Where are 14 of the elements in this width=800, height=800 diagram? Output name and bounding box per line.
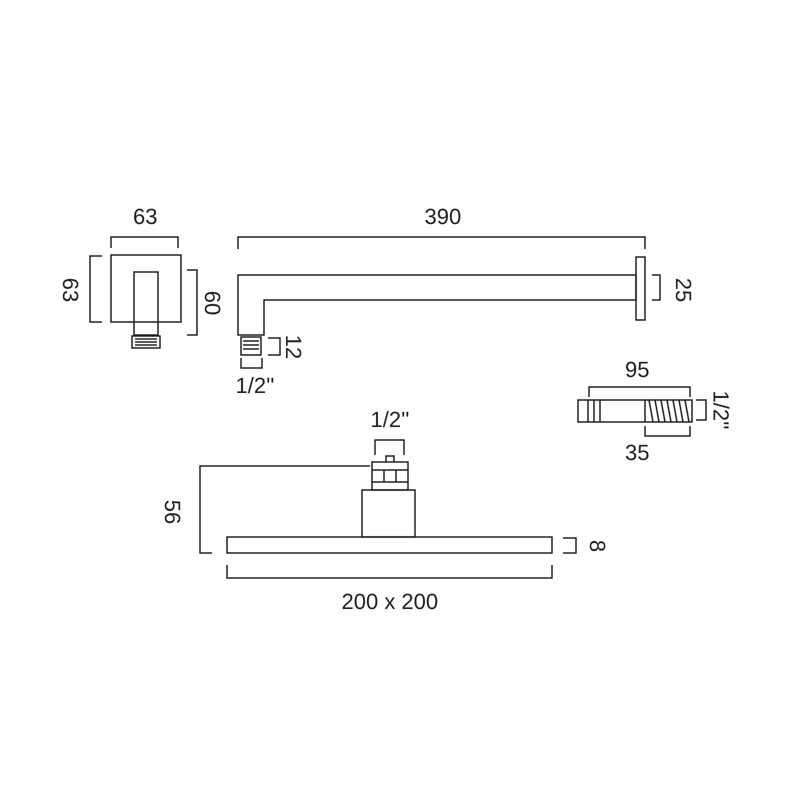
dimension-label: 1/2'' (709, 390, 731, 430)
dimension-label: 200 x 200 (342, 591, 438, 613)
dimension-label: 8 (586, 540, 608, 552)
dimension-label: 12 (282, 334, 304, 360)
dimension-label: 1/2'' (370, 409, 410, 431)
dimension-label: 56 (161, 500, 184, 524)
dimension-label: 63 (59, 278, 82, 302)
dimension-label: 1/2'' (236, 375, 274, 397)
dimension-label: 25 (672, 278, 694, 302)
dimension-label: 35 (625, 442, 650, 464)
dimension-label: 95 (625, 359, 650, 381)
dimension-label: 390 (424, 206, 462, 228)
dimension-label: 63 (133, 206, 158, 228)
dimension-label: 60 (201, 290, 224, 316)
